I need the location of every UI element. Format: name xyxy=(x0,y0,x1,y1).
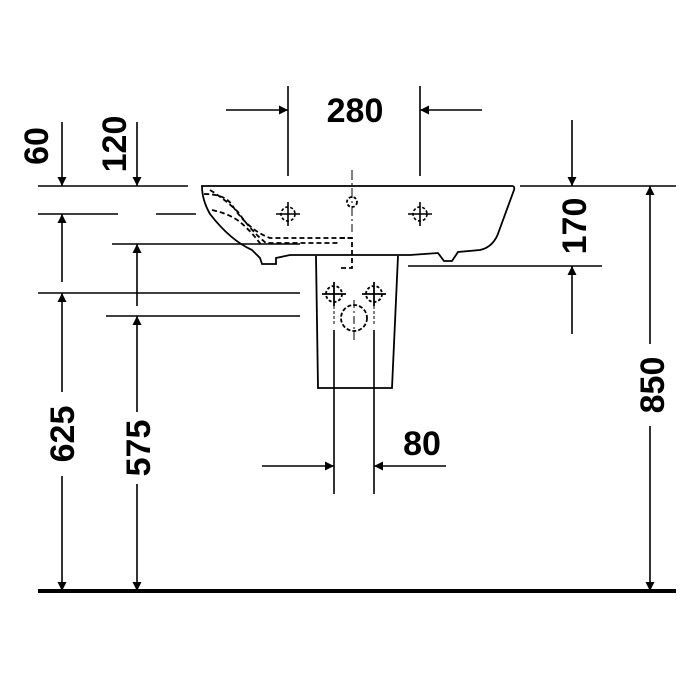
tap-hole-right xyxy=(408,202,432,226)
basin-inner-curve-2 xyxy=(209,189,340,244)
washbasin xyxy=(201,170,516,269)
dimension-lines xyxy=(57,105,655,591)
label-625: 625 xyxy=(44,406,82,463)
pedestal-outline xyxy=(315,255,399,389)
pedestal xyxy=(315,255,399,389)
label-280: 280 xyxy=(327,92,384,130)
label-120: 120 xyxy=(96,116,134,173)
label-170: 170 xyxy=(556,198,594,255)
drain-pipe xyxy=(340,237,353,269)
extension-lines xyxy=(38,86,676,494)
label-60: 60 xyxy=(18,127,56,165)
label-850: 850 xyxy=(634,357,672,414)
label-575: 575 xyxy=(120,420,158,477)
label-80: 80 xyxy=(403,425,441,463)
tap-hole-left xyxy=(276,202,300,226)
basin-overflow-channel xyxy=(211,209,263,247)
basin-outline xyxy=(201,185,516,265)
